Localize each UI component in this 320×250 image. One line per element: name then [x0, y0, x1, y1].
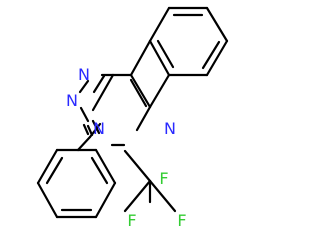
bond: [88, 122, 102, 139]
bond: [36, 181, 59, 219]
bond: [92, 74, 106, 94]
bond: [129, 78, 148, 108]
atom-label-nitrogen: N: [93, 119, 105, 138]
bond: [94, 148, 117, 185]
structure-diagram: N N N N F F F: [36, 6, 229, 230]
pyrimidine-ring: [91, 39, 171, 147]
molecule-svg: N N N N F F F: [36, 6, 229, 230]
bond: [79, 106, 90, 123]
bond: [205, 6, 229, 43]
bond: [82, 123, 90, 136]
bond: [91, 73, 115, 112]
bond: [76, 135, 92, 152]
bond: [123, 149, 152, 183]
bond: [94, 181, 117, 219]
phenyl-ring: [36, 135, 117, 219]
bond: [148, 39, 171, 77]
bond: [45, 156, 64, 185]
atom-label-fluorine: F: [177, 211, 186, 230]
bond: [129, 39, 152, 77]
bond: [148, 73, 171, 109]
atom-label-fluorine: F: [127, 211, 136, 230]
atom-label-nitrogen: N: [164, 119, 176, 138]
bond: [156, 39, 175, 69]
bond: [201, 40, 221, 70]
bond: [148, 6, 171, 43]
bond: [135, 105, 152, 132]
bond: [78, 79, 90, 94]
bond: [90, 156, 109, 185]
bond: [129, 73, 152, 109]
bond: [205, 39, 229, 77]
trifluoromethyl-group: [123, 149, 177, 213]
atom-label-nitrogen: N: [66, 91, 78, 110]
atom-label-nitrogen: N: [78, 65, 90, 84]
benzo-ring: [148, 6, 229, 77]
bond: [36, 148, 59, 185]
bond: [148, 179, 177, 213]
atom-label-fluorine: F: [159, 169, 168, 188]
triazole-ring: [78, 73, 115, 139]
bond: [123, 179, 152, 213]
bond: [91, 119, 101, 135]
